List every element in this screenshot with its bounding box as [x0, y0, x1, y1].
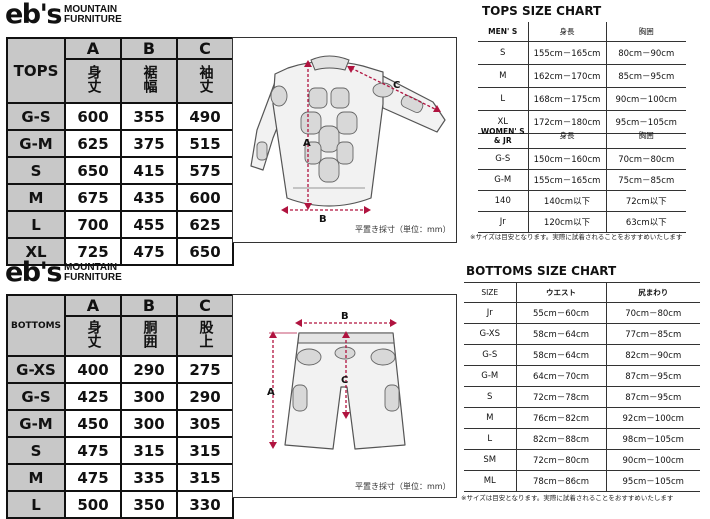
bottoms-figure-panel: A B C 平置き採寸（単位：mm） — [232, 294, 457, 498]
mens-header-height: 身長 — [528, 22, 607, 42]
bottoms-header-size: SIZE — [464, 282, 517, 303]
tops-chart-footnote: ※サイズは目安となります。実際に試着されることをおすすめいたします — [470, 233, 683, 241]
brand-logo-tops: eb's MOUNTAIN FURNITURE — [5, 0, 122, 30]
brand-line1: MOUNTAIN — [63, 4, 118, 15]
col-letter-a: A — [64, 294, 122, 317]
col-name-b: 裾幅 — [120, 58, 178, 104]
col-letter-b: B — [120, 37, 178, 60]
tops-table-label: TOPS — [6, 37, 66, 104]
brand-line1: MOUNTAIN — [63, 262, 118, 273]
tops-fig-label-c: C — [393, 80, 400, 91]
tops-figure-panel: A B C 平置き採寸（単位：mm） — [232, 37, 457, 243]
col-letter-c: C — [176, 37, 234, 60]
col-name-c: 股上 — [176, 315, 234, 357]
mens-header-chest: 胸囲 — [606, 22, 686, 42]
brand-line2: FURNITURE — [63, 272, 122, 283]
bottoms-chart-footnote: ※サイズは目安となります。実際に試着されることをおすすめいたします — [461, 494, 674, 502]
womens-header-chest: 胸囲 — [606, 124, 686, 149]
bottoms-fig-label-b: B — [341, 311, 349, 322]
bottoms-table-label: BOTTOMS — [6, 294, 66, 357]
bottoms-measure-note: 平置き採寸（単位：mm） — [355, 482, 451, 491]
col-name-a: 身丈 — [64, 58, 122, 104]
col-name-b: 胴囲 — [120, 315, 178, 357]
brand-line2: FURNITURE — [63, 14, 122, 25]
tops-chart-title: TOPS SIZE CHART — [482, 4, 602, 18]
womens-header-height: 身長 — [528, 124, 607, 149]
womens-header-label: WOMEN' S& JR — [478, 124, 529, 149]
bottoms-header-waist: ウエスト — [516, 282, 607, 303]
tops-fig-label-a: A — [303, 138, 311, 149]
brand-logo-bottoms: eb's MOUNTAIN FURNITURE — [5, 257, 122, 288]
tops-measure-note: 平置き採寸（単位：mm） — [355, 225, 451, 234]
tops-fig-label-b: B — [319, 214, 327, 225]
tops-jacket-illustration: A B C — [250, 55, 446, 225]
col-name-c: 袖丈 — [176, 58, 234, 104]
col-letter-a: A — [64, 37, 122, 60]
bottoms-header-hip: 尻まわり — [606, 282, 700, 303]
bottoms-shorts-illustration: A B C — [267, 311, 406, 450]
bottoms-chart-title: BOTTOMS SIZE CHART — [466, 264, 617, 278]
mens-header-label: MEN' S — [478, 22, 529, 42]
bottoms-fig-label-a: A — [267, 387, 275, 398]
col-letter-b: B — [120, 294, 178, 317]
brand-mark: eb's — [5, 0, 62, 30]
col-name-a: 身丈 — [64, 315, 122, 357]
bottoms-fig-label-c: C — [341, 375, 348, 386]
col-letter-c: C — [176, 294, 234, 317]
brand-mark: eb's — [5, 257, 62, 288]
